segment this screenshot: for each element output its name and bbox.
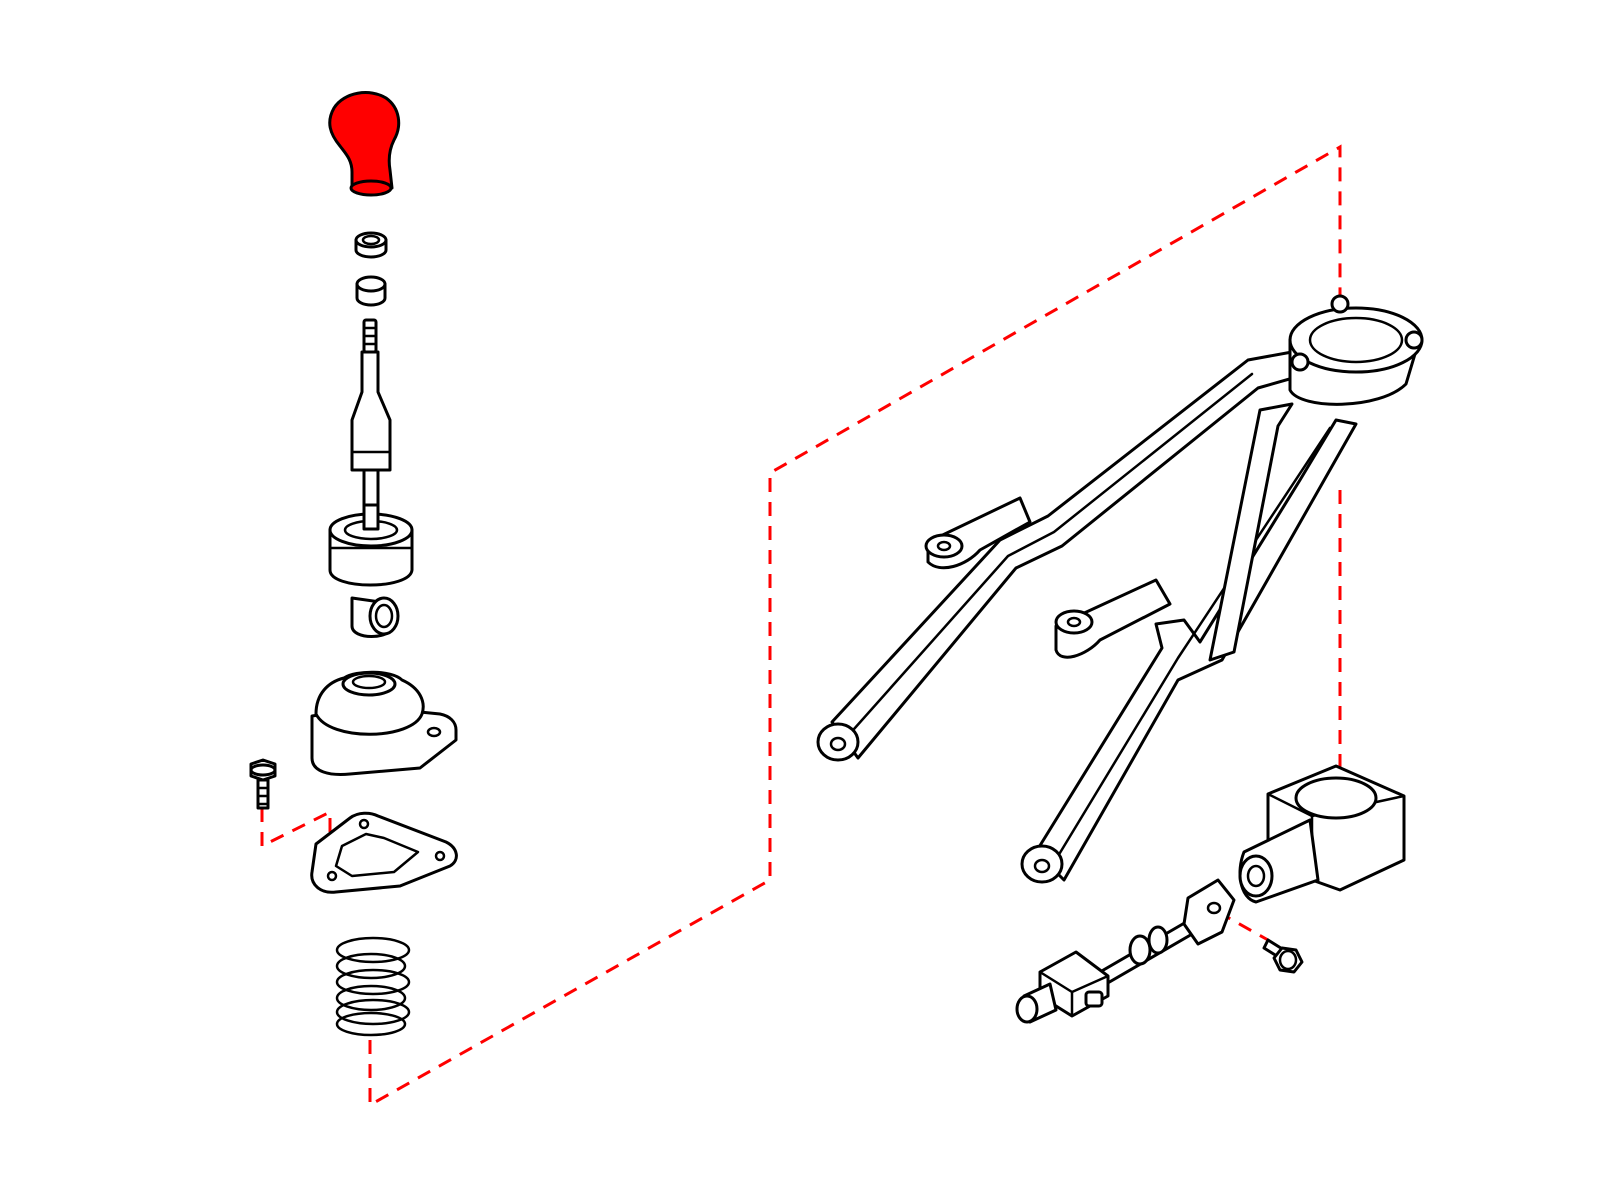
bolt-left-shank <box>256 778 270 810</box>
shift-linkage-rod[interactable] <box>1015 878 1236 1024</box>
frame-tab-lower <box>1054 578 1172 659</box>
gasket-plate[interactable] <box>310 811 458 894</box>
bushing-ring-hole <box>361 234 381 246</box>
bushing-sleeve-top <box>355 275 387 293</box>
frame-arm-lower <box>1034 418 1358 882</box>
bushing-sleeve[interactable] <box>355 275 387 307</box>
lever-thread-lines <box>362 326 378 346</box>
return-spring[interactable] <box>335 936 411 1037</box>
lever-pivot-ball[interactable] <box>328 503 414 638</box>
frame-brace <box>1208 402 1294 662</box>
frame-boss-a <box>816 722 860 762</box>
leader-bolt-to-gasket <box>260 808 332 868</box>
lever-shaft <box>350 350 392 472</box>
shift-knob-body <box>328 91 401 190</box>
boot-housing[interactable] <box>310 670 458 776</box>
gasket-cutout <box>334 832 420 878</box>
leader-spring-to-frame <box>368 144 1342 1108</box>
bushing-ring-top <box>354 231 388 249</box>
mounting-bolt-right[interactable] <box>1262 938 1304 974</box>
rod-collar-b <box>1147 925 1169 955</box>
mount-block-bore <box>1294 776 1378 820</box>
rubber-mount-block[interactable] <box>1238 764 1406 904</box>
shift-knob[interactable] <box>328 91 401 197</box>
shift-lever[interactable] <box>350 318 392 528</box>
rod-collar-a <box>1128 934 1152 966</box>
mounting-bolt-left[interactable] <box>249 758 277 810</box>
shifter-bracket-frame[interactable] <box>816 294 1424 884</box>
frame-boss-b <box>1020 844 1064 884</box>
bushing-ring[interactable] <box>354 231 388 259</box>
shift-knob-base <box>349 179 393 197</box>
